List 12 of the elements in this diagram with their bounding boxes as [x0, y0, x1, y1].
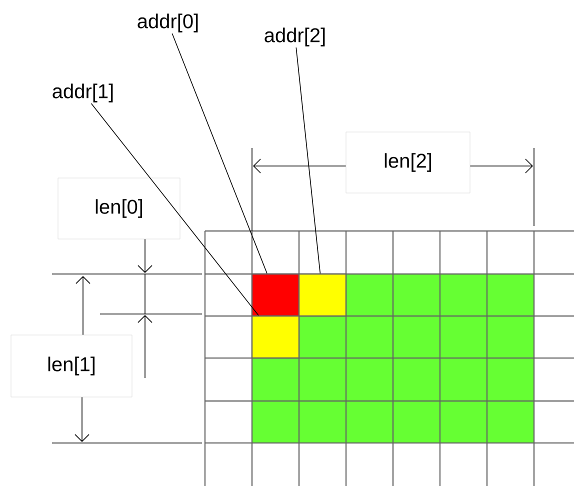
highlighted-cell	[298, 273, 347, 317]
leader-line	[90, 103, 259, 316]
leader-line	[296, 47, 321, 274]
highlighted-cell	[251, 315, 300, 359]
leader-line	[172, 33, 268, 274]
highlighted-cell	[251, 273, 300, 317]
dimension-label: len[0]	[58, 178, 180, 240]
dimension-label: len[1]	[10, 334, 132, 398]
dimension-label: len[2]	[346, 132, 470, 194]
address-label: addr[2]	[264, 28, 325, 46]
address-label: addr[0]	[138, 14, 198, 32]
address-label: addr[1]	[52, 84, 113, 102]
